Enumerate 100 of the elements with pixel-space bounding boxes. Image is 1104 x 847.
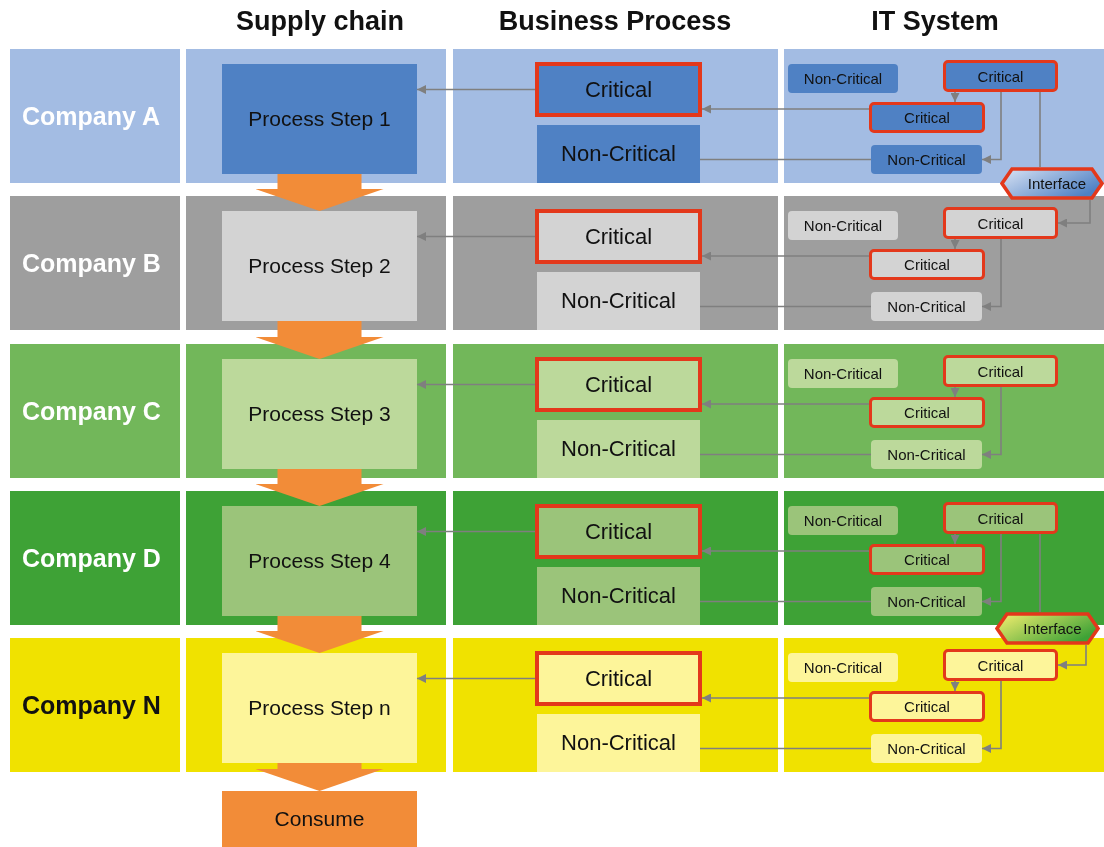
highlighted-box [943, 207, 1058, 239]
connector-line [1039, 533, 1041, 613]
column-heading: Business Process [497, 6, 733, 37]
rounded-box [788, 211, 898, 240]
process-box [222, 653, 417, 763]
connector-arrow [701, 251, 870, 261]
end-box [222, 791, 417, 847]
box-label: Consume [274, 807, 365, 831]
process-box [222, 506, 417, 616]
highlighted-box [869, 249, 985, 280]
highlighted-box [869, 691, 985, 722]
box-label: Non-Critical [803, 365, 883, 382]
box-label: Non-Critical [887, 446, 966, 463]
box-label: Non-Critical [561, 583, 676, 609]
plain-box [537, 714, 700, 772]
rounded-box [788, 64, 898, 93]
rounded-box [788, 653, 898, 682]
rounded-box [871, 292, 982, 321]
interface-hexagon [995, 612, 1100, 645]
row-header-band [10, 491, 180, 625]
rounded-box [871, 587, 982, 616]
box-label: Non-Critical [887, 298, 966, 315]
company-name: Company B [22, 248, 161, 278]
block-arrow [255, 321, 384, 359]
connector-arrow [981, 533, 1002, 606]
block-arrow [255, 469, 384, 506]
box-label: Non-Critical [887, 151, 966, 168]
box-label: Non-Critical [887, 593, 966, 610]
row-header-band [10, 344, 180, 478]
box-label: Non-Critical [561, 288, 676, 314]
box-label: Critical [904, 404, 950, 421]
box-label: Critical [977, 214, 1024, 232]
connector-arrow [416, 380, 536, 389]
connector-arrow [701, 693, 870, 703]
box-label: Process Step n [248, 696, 391, 720]
connector-arrow [981, 238, 1002, 311]
box-label: Non-Critical [803, 659, 883, 676]
connector-arrow [701, 104, 870, 114]
highlighted-box [535, 504, 702, 559]
row-header-band [10, 49, 180, 183]
row-header-band [10, 196, 180, 330]
box-label: Critical [977, 67, 1024, 85]
connector-arrow [950, 680, 960, 692]
box-label: Non-Critical [803, 512, 883, 529]
box-label: Interface [1027, 175, 1087, 192]
connector-arrow [981, 91, 1002, 164]
highlighted-box [535, 209, 702, 264]
box-label: Critical [584, 371, 653, 398]
connector-arrow [981, 386, 1002, 459]
box-label: Critical [904, 551, 950, 568]
highlighted-box [869, 397, 985, 428]
highlighted-box [535, 651, 702, 706]
connector-arrow [981, 680, 1002, 753]
connector-arrow [1057, 644, 1087, 670]
box-label: Critical [584, 76, 653, 103]
block-arrow [255, 616, 384, 653]
box-label: Critical [584, 518, 653, 545]
row-header-band [10, 638, 180, 772]
box-label: Non-Critical [561, 436, 676, 462]
highlighted-box [535, 62, 702, 117]
block-arrow [255, 174, 384, 211]
block-arrow [255, 763, 384, 791]
box-label: Process Step 2 [248, 254, 391, 278]
plain-box [537, 125, 700, 183]
connector-arrow [1057, 199, 1091, 228]
rounded-box [871, 734, 982, 763]
interface-hexagon [1000, 167, 1104, 200]
highlighted-box [943, 60, 1058, 92]
highlighted-box [943, 649, 1058, 681]
connector-line [699, 453, 872, 456]
connector-arrow [950, 533, 960, 545]
box-label: Process Step 4 [248, 549, 391, 573]
company-name: Company N [22, 690, 161, 720]
process-box [222, 211, 417, 321]
box-label: Process Step 1 [248, 107, 391, 131]
connector-line [1039, 91, 1041, 168]
column-heading: Supply chain [235, 6, 405, 37]
box-label: Process Step 3 [248, 402, 391, 426]
highlighted-box [943, 502, 1058, 534]
box-label: Critical [977, 656, 1024, 674]
company-name: Company D [22, 543, 161, 573]
box-label: Non-Critical [887, 740, 966, 757]
connector-arrow [701, 546, 870, 556]
connector-arrow [416, 674, 536, 683]
rounded-box [871, 145, 982, 174]
connector-arrow [950, 238, 960, 250]
box-label: Non-Critical [803, 70, 883, 87]
highlighted-box [869, 102, 985, 133]
process-box [222, 359, 417, 469]
box-label: Non-Critical [561, 730, 676, 756]
box-label: Critical [904, 698, 950, 715]
box-label: Non-Critical [803, 217, 883, 234]
box-label: Critical [977, 362, 1024, 380]
highlighted-box [943, 355, 1058, 387]
connector-arrow [416, 85, 536, 94]
rounded-box [871, 440, 982, 469]
box-label: Non-Critical [561, 141, 676, 167]
process-box [222, 64, 417, 174]
highlighted-box [869, 544, 985, 575]
connector-arrow [416, 232, 536, 241]
